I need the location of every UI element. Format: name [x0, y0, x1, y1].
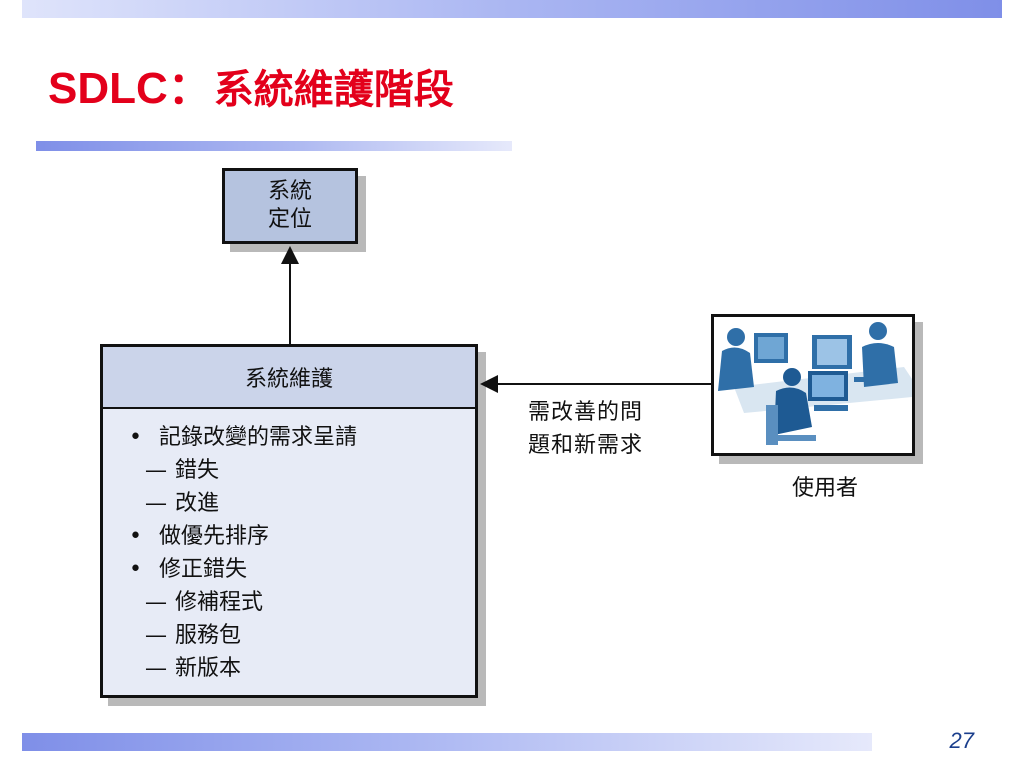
list-subitem: — 服務包 — [129, 619, 475, 652]
bullet-dash-icon: — — [145, 590, 167, 615]
title-cjk: 系統維護階段 — [213, 66, 454, 113]
list-subitem-text: 改進 — [175, 491, 220, 516]
slide-title: SDLC： 系統維護階段 — [48, 52, 454, 113]
arrow-label-line-2: 題和新需求 — [528, 433, 644, 458]
top-accent-bar — [22, 0, 1002, 18]
list-subitem: — 新版本 — [129, 652, 475, 685]
bottom-accent-bar — [22, 733, 872, 751]
positioning-line-1: 系統 — [267, 179, 312, 204]
list-subitem-text: 錯失 — [175, 458, 220, 483]
list-item: • 做優先排序 — [129, 520, 475, 553]
users-at-computers-icon — [714, 317, 912, 453]
bullet-dash-icon: — — [145, 623, 167, 648]
arrow-label-line-1: 需改善的問 — [528, 400, 644, 425]
arrow-label: 需改善的問 題和新需求 — [528, 396, 708, 462]
title-underline-bar — [36, 141, 512, 151]
list-item-text: 做優先排序 — [159, 524, 270, 549]
list-item-text: 修正錯失 — [159, 557, 248, 582]
list-item: • 修正錯失 — [129, 553, 475, 586]
system-maintenance-box: 系統維護 • 記錄改變的需求呈請 — 錯失 — 改進 • 做優先排序 • 修正錯失 — 修補… — [100, 344, 478, 698]
list-subitem-text: 新版本 — [175, 656, 242, 681]
bullet-dash-icon: — — [145, 491, 167, 516]
users-illustration — [711, 314, 915, 456]
list-item: • 記錄改變的需求呈請 — [129, 421, 475, 454]
list-item-text: 記錄改變的需求呈請 — [159, 425, 358, 450]
bullet-dot-icon: • — [129, 425, 142, 450]
positioning-line-2: 定位 — [267, 207, 312, 232]
page-number: 27 — [949, 728, 974, 753]
list-subitem: — 修補程式 — [129, 586, 475, 619]
list-subitem: — 改進 — [129, 487, 475, 520]
list-subitem-text: 修補程式 — [175, 590, 264, 615]
bullet-dot-icon: • — [129, 524, 142, 549]
users-label: 使用者 — [791, 476, 858, 501]
maintenance-header: 系統維護 — [103, 347, 475, 409]
bullet-dash-icon: — — [145, 656, 167, 681]
list-subitem-text: 服務包 — [175, 623, 242, 648]
maintenance-list: • 記錄改變的需求呈請 — 錯失 — 改進 • 做優先排序 • 修正錯失 — 修補程式 — 服… — [103, 409, 475, 685]
bullet-dash-icon: — — [145, 458, 167, 483]
bullet-dot-icon: • — [129, 557, 142, 582]
system-positioning-box: 系統 定位 — [222, 168, 358, 244]
title-latin: SDLC： — [48, 64, 212, 113]
list-subitem: — 錯失 — [129, 454, 475, 487]
